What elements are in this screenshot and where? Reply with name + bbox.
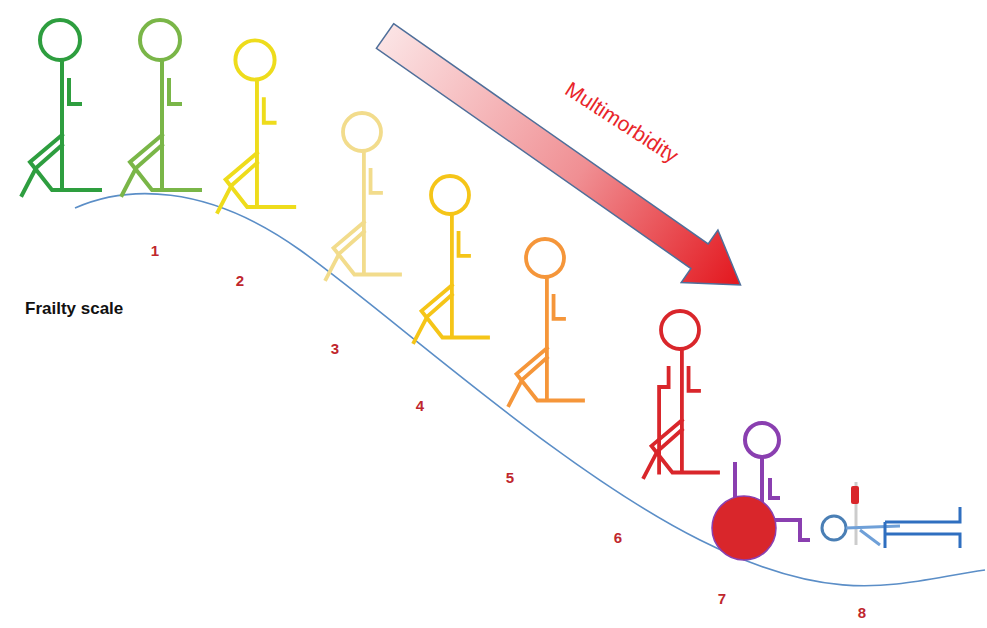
figure-with-cane: [644, 311, 718, 477]
bedridden-figure: [822, 482, 960, 548]
stage-number: 4: [416, 398, 424, 413]
stage-number: 6: [614, 530, 622, 545]
stage-number: 7: [718, 591, 726, 606]
wheelchair-figure: [712, 423, 810, 560]
figure-fit: [22, 20, 100, 195]
figure-well: [122, 20, 200, 195]
figure-managing: [218, 40, 294, 212]
scale-curve: [75, 194, 985, 586]
figure-moderately-frail: [509, 239, 583, 405]
stage-number: 5: [506, 470, 514, 485]
scale-title: Frailty scale: [25, 300, 123, 317]
stage-number: 8: [858, 605, 866, 620]
stage-number: 1: [151, 243, 159, 258]
figure-mildly-frail: [414, 176, 488, 342]
stage-number: 3: [331, 341, 339, 356]
stage-number: 2: [236, 273, 244, 288]
figure-vulnerable: [326, 113, 400, 279]
arrow-label: Multimorbidity: [562, 78, 682, 166]
